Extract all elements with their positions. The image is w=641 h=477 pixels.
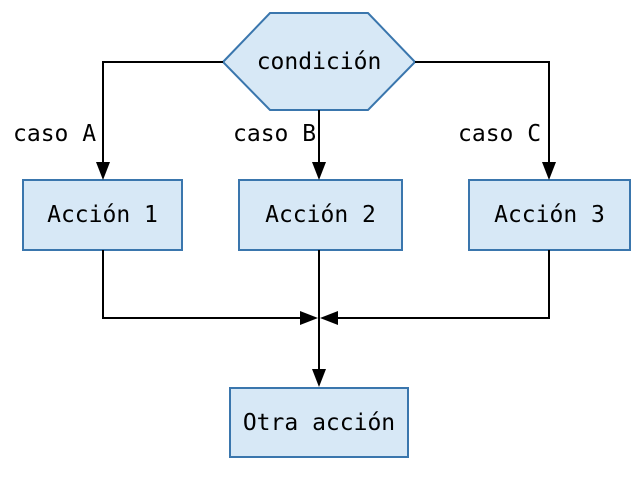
arrowhead-junction-from-left: [300, 311, 318, 325]
action-3-label: Acción 3: [494, 202, 605, 228]
action-2-label: Acción 2: [265, 202, 376, 228]
final-action-box-shape: [229, 387, 409, 458]
arrowhead-into-final-action: [312, 369, 326, 387]
final-action-label: Otra acción: [242, 409, 396, 436]
case-b-label: caso B: [233, 121, 317, 147]
condition-label: condición: [256, 48, 382, 75]
case-c-label: caso C: [458, 121, 542, 147]
edge-action-1-to-junction: [102, 250, 301, 319]
action-1-box-shape: [22, 179, 183, 251]
action-1-label: Acción 1: [47, 202, 158, 228]
edge-action-3-to-junction: [337, 250, 550, 319]
arrowhead-into-action-2: [312, 162, 326, 180]
edge-condition-to-action-1: [102, 61, 223, 162]
action-2-box-shape: [238, 179, 403, 251]
case-a-label: caso A: [13, 121, 97, 147]
arrowhead-junction-from-right: [320, 311, 338, 325]
arrowhead-into-action-3: [542, 162, 556, 180]
action-3-box-shape: [468, 179, 631, 251]
arrowhead-into-action-1: [96, 162, 110, 180]
edge-condition-to-action-3: [415, 61, 550, 162]
